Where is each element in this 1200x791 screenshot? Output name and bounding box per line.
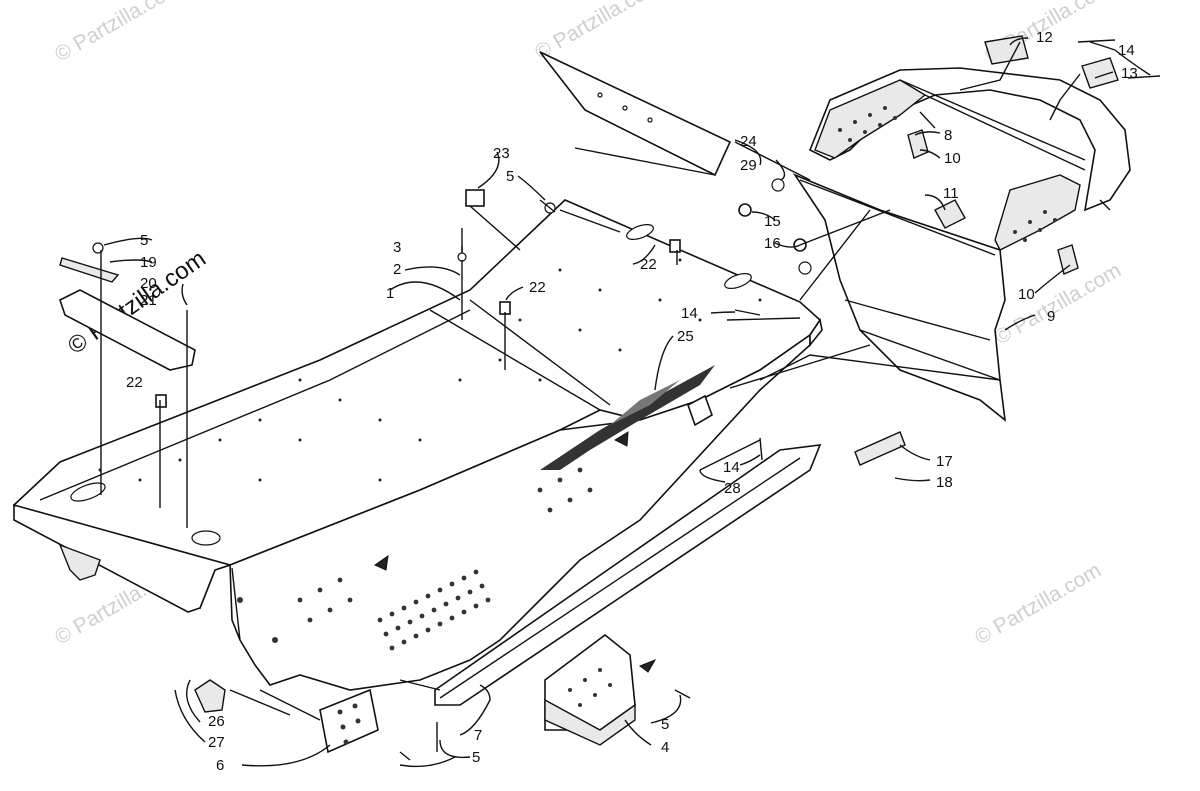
callout-29: 29 [740,157,757,174]
callout-5: 5 [140,232,148,249]
callout-25: 25 [677,328,694,345]
watermark: © Partzilla.com [531,0,665,64]
leader-lines [100,41,1111,721]
callout-21: 21 [140,292,157,309]
callout-curves [103,37,1151,768]
callout-14: 14 [723,459,740,476]
callout-20: 20 [140,275,157,292]
small-hardware [59,35,1161,761]
callout-5: 5 [506,168,514,185]
callout-5: 5 [661,716,669,733]
callout-11: 11 [943,185,959,202]
callout-9: 9 [1047,308,1055,325]
rear-bumper-part [808,67,1131,251]
callout-5: 5 [472,749,480,766]
callout-26: 26 [208,713,225,730]
callout-2: 2 [393,261,401,278]
watermark: © Partzilla.com [991,259,1125,350]
callout-8: 8 [944,127,952,144]
trim-strip-part [699,439,761,471]
callout-10: 10 [1018,286,1035,303]
callout-22: 22 [529,279,546,296]
vent-holes [237,467,593,651]
callout-28: 28 [724,480,741,497]
corner-bracket-part [544,633,636,746]
callout-12: 12 [1036,29,1053,46]
callout-1: 1 [386,285,394,302]
callout-18: 18 [936,474,953,491]
callout-16: 16 [764,235,781,252]
mounting-plate-part [319,688,379,754]
callout-22: 22 [640,256,657,273]
callout-4: 4 [661,739,669,756]
callout-7: 7 [474,727,482,744]
running-rail-part [434,444,822,706]
callout-15: 15 [764,213,781,230]
callout-27: 27 [208,734,225,751]
callout-labels: 1 2 3 4 5 5 5 5 6 7 8 9 10 10 11 12 13 1… [126,29,1138,774]
callout-22: 22 [126,374,143,391]
watermark: © Partzilla.com [971,559,1105,650]
callout-3: 3 [393,239,401,256]
callout-10: 10 [944,150,961,167]
snow-flap-part [539,51,732,177]
callout-19: 19 [140,254,157,271]
watermark: © Partzilla.com [51,0,185,66]
callout-13: 13 [1121,65,1138,82]
callout-24: 24 [740,133,757,150]
callout-23: 23 [493,145,510,162]
callout-6: 6 [216,757,224,774]
rear-housing-part [792,173,1007,422]
callout-17: 17 [936,453,953,470]
tunnel-base-part [12,199,823,691]
callout-14: 14 [681,305,698,322]
callout-14: 14 [1118,42,1135,59]
